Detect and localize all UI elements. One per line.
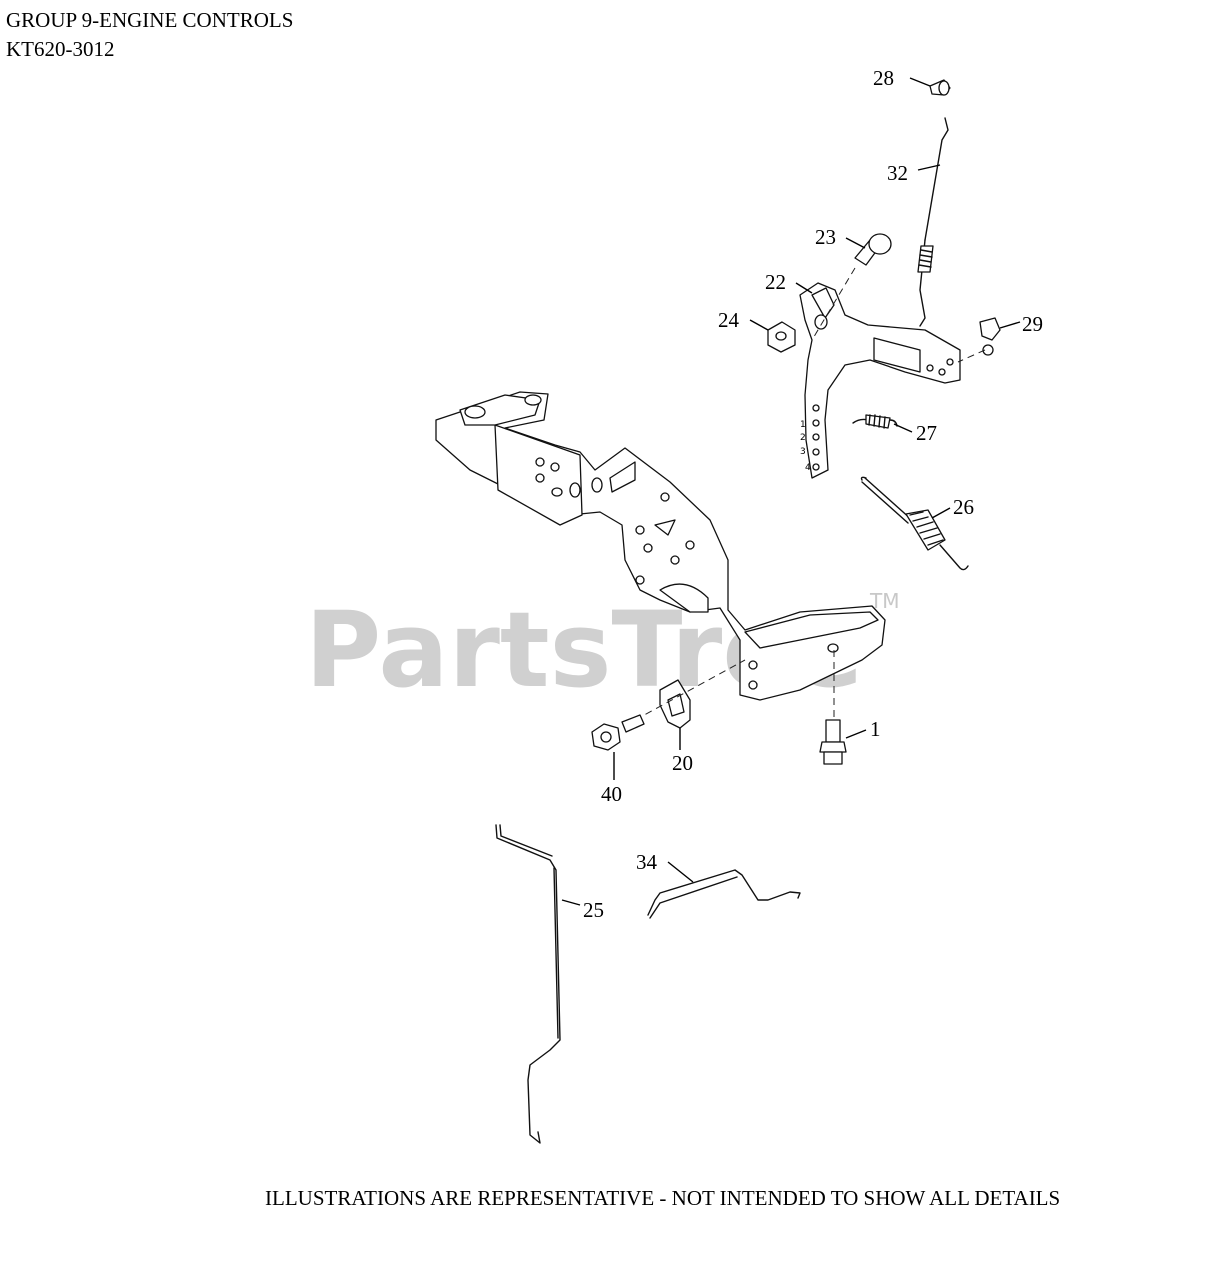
callout-26: 26 [953, 495, 974, 519]
speed-control-lever: 1 2 3 4 [799, 282, 961, 479]
control-bracket [435, 391, 886, 701]
callout-24: 24 [718, 308, 740, 332]
callout-28: 28 [873, 66, 894, 90]
callout-29: 29 [1022, 312, 1043, 336]
hex-nut [767, 321, 796, 353]
large-extension-spring [860, 476, 969, 571]
choke-link-rod [647, 869, 801, 919]
flange-bolt-1 [819, 719, 847, 765]
callout-40: 40 [601, 782, 622, 806]
callout-23: 23 [815, 225, 836, 249]
model-number: KT620-3012 [6, 37, 115, 61]
cable-clip [979, 317, 1001, 356]
lever-mark-4: 4 [805, 463, 811, 473]
cable-clamp [659, 679, 691, 729]
small-extension-spring [852, 414, 898, 429]
diagram-header: GROUP 9-ENGINE CONTROLS KT620-3012 [6, 6, 293, 64]
shoulder-screw [854, 233, 892, 266]
callout-32: 32 [887, 161, 908, 185]
cap-plug [929, 79, 951, 96]
group-title: GROUP 9-ENGINE CONTROLS [6, 8, 294, 32]
governor-spring-rod [917, 117, 949, 327]
callout-27: 27 [916, 421, 937, 445]
lever-mark-3: 3 [800, 447, 806, 457]
callout-22: 22 [765, 270, 786, 294]
callout-25: 25 [583, 898, 604, 922]
disclaimer-note: ILLUSTRATIONS ARE REPRESENTATIVE - NOT I… [265, 1186, 1061, 1210]
callout-1: 1 [870, 717, 881, 741]
flange-bolt-40 [591, 714, 645, 751]
lever-mark-1: 1 [800, 420, 806, 430]
lever-mark-2: 2 [800, 433, 806, 443]
throttle-link-rod [495, 824, 561, 1144]
callout-20: 20 [672, 751, 693, 775]
callout-34: 34 [636, 850, 658, 874]
